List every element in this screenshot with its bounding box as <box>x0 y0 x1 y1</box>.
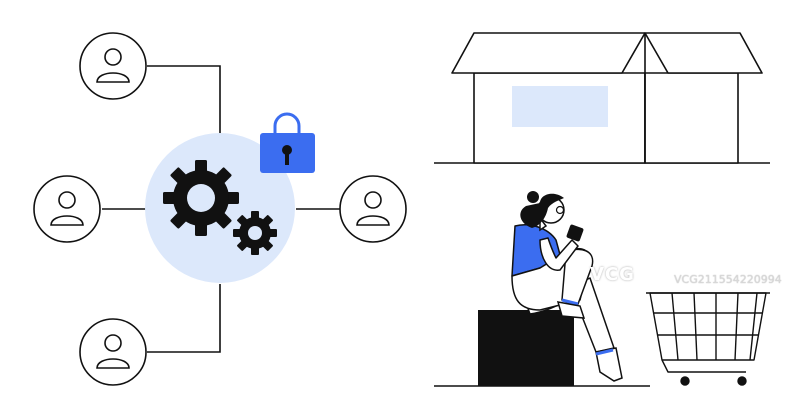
woman-with-phone-illustration <box>478 191 623 386</box>
large-gear-icon <box>163 160 239 236</box>
phone-icon <box>566 224 584 242</box>
seat-block <box>478 310 574 386</box>
padlock-icon <box>260 112 315 173</box>
gears-icon <box>163 160 277 255</box>
small-gear-icon <box>233 211 277 255</box>
hair-bun <box>527 191 539 203</box>
shopping-cart-icon <box>646 292 770 386</box>
user-icon <box>33 175 101 243</box>
open-box-icon <box>434 32 770 164</box>
user-icon <box>79 32 147 100</box>
user-icon <box>339 175 407 243</box>
connector-lines <box>102 65 340 353</box>
box-label <box>512 86 608 127</box>
user-icon <box>79 318 147 386</box>
